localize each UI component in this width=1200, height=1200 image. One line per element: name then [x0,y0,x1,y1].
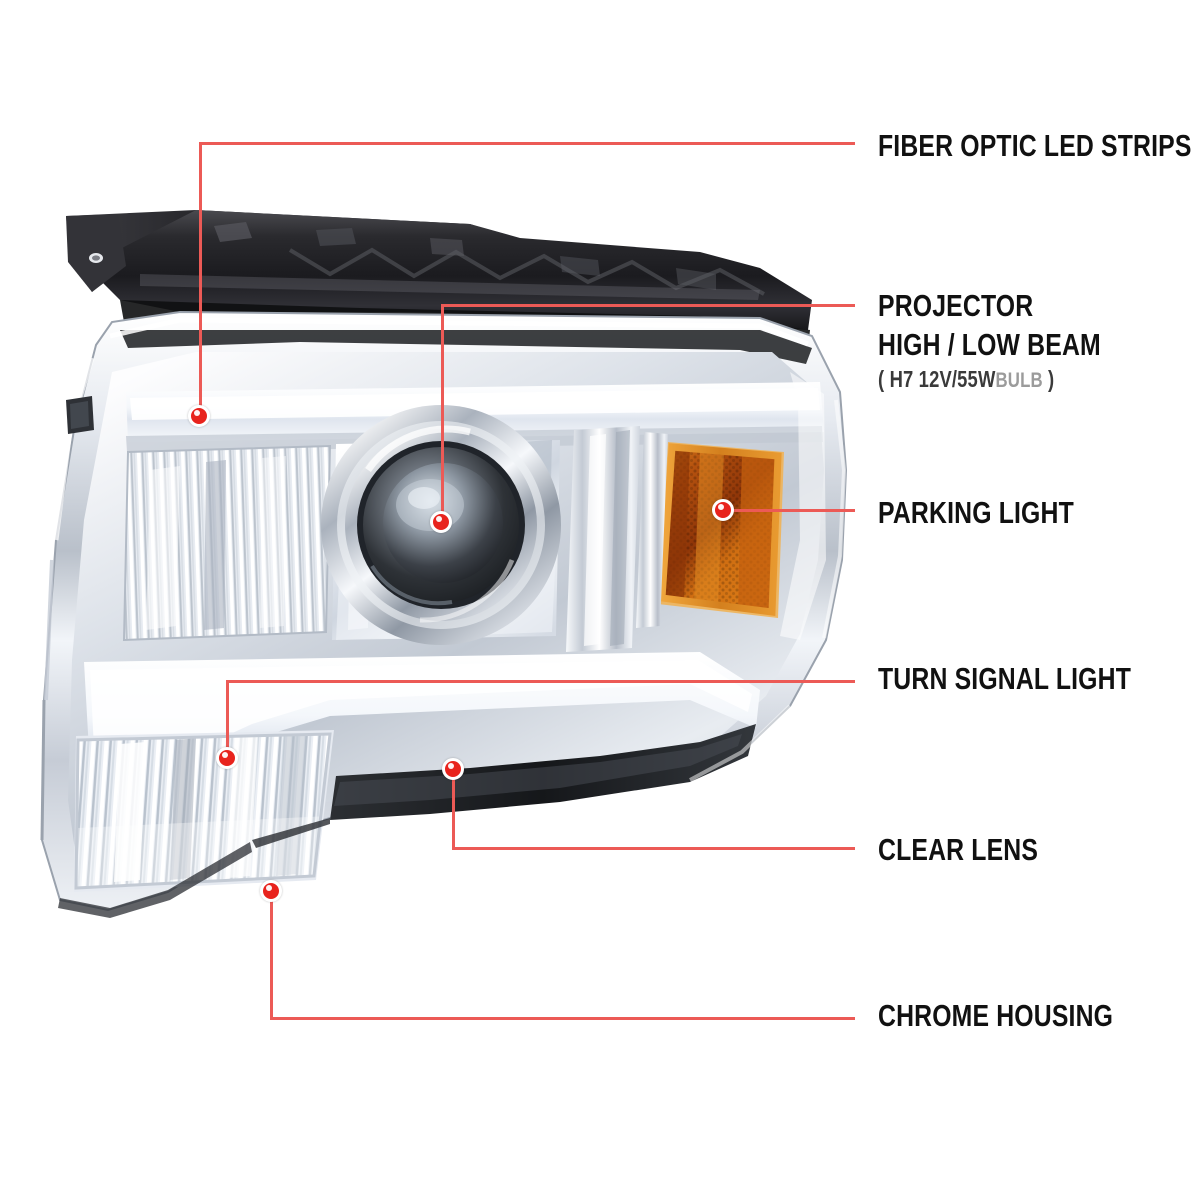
callout-label-turn-signal: TURN SIGNAL LIGHT [878,659,1131,698]
callout-label-fiber-optic: FIBER OPTIC LED STRIPS [878,126,1192,165]
turn-signal-lens-artwork [74,730,334,892]
leader-line-turn-signal-v [226,680,229,760]
callout-label-projector-line2: HIGH / LOW BEAM [878,327,1101,362]
leader-line-turn-signal-h [227,680,855,683]
fiber-optic-led-strip-lower [84,652,760,804]
leader-line-clear-lens-v [452,772,455,850]
leader-line-clear-lens-h [452,847,855,850]
lower-shroud [252,724,756,848]
leader-line-chrome-housing-v [270,894,273,1019]
callout-label-turn-signal-text: TURN SIGNAL LIGHT [878,661,1132,696]
callout-dot-chrome-housing[interactable] [260,880,282,902]
callout-dot-fiber-optic[interactable] [188,405,210,427]
callout-label-clear-lens: CLEAR LENS [878,830,1038,869]
callout-label-projector-line1: PROJECTOR [878,288,1034,323]
bulb-spec-value: H7 12V/55W [889,366,996,392]
headlight-housing-artwork [40,310,848,918]
callout-dot-turn-signal[interactable] [216,747,238,769]
bulb-spec-word: BULB [995,369,1043,392]
bulb-spec-open: ( [878,366,890,392]
callout-dot-projector[interactable] [430,511,452,533]
callout-label-clear-lens-text: CLEAR LENS [878,832,1039,867]
leader-line-chrome-housing-h [270,1017,855,1020]
callout-label-projector-sub: ( H7 12V/55WBULB ) [878,364,1101,396]
leader-line-projector-v [441,304,444,524]
leader-line-parking-light-h [723,509,855,512]
callout-label-parking-light: PARKING LIGHT [878,493,1074,532]
bulb-spec-close: ) [1042,366,1055,392]
callout-dot-parking-light[interactable] [712,499,734,521]
callout-dot-clear-lens[interactable] [442,758,464,780]
leader-line-fiber-optic-h [199,142,855,145]
callout-label-parking-light-text: PARKING LIGHT [878,495,1074,530]
headlight-assembly-image [40,210,848,918]
callout-label-fiber-optic-text: FIBER OPTIC LED STRIPS [878,128,1192,163]
right-chrome-facets [566,372,826,652]
leader-line-fiber-optic-v [199,142,202,417]
parking-light-reflector-artwork [658,442,784,618]
callout-label-chrome-housing: CHROME HOUSING [878,996,1113,1035]
leader-line-projector-h [444,304,855,307]
callout-label-projector: PROJECTOR HIGH / LOW BEAM ( H7 12V/55WBU… [878,286,1101,396]
callout-label-chrome-housing-text: CHROME HOUSING [878,998,1114,1033]
left-reflector-block [124,446,330,640]
